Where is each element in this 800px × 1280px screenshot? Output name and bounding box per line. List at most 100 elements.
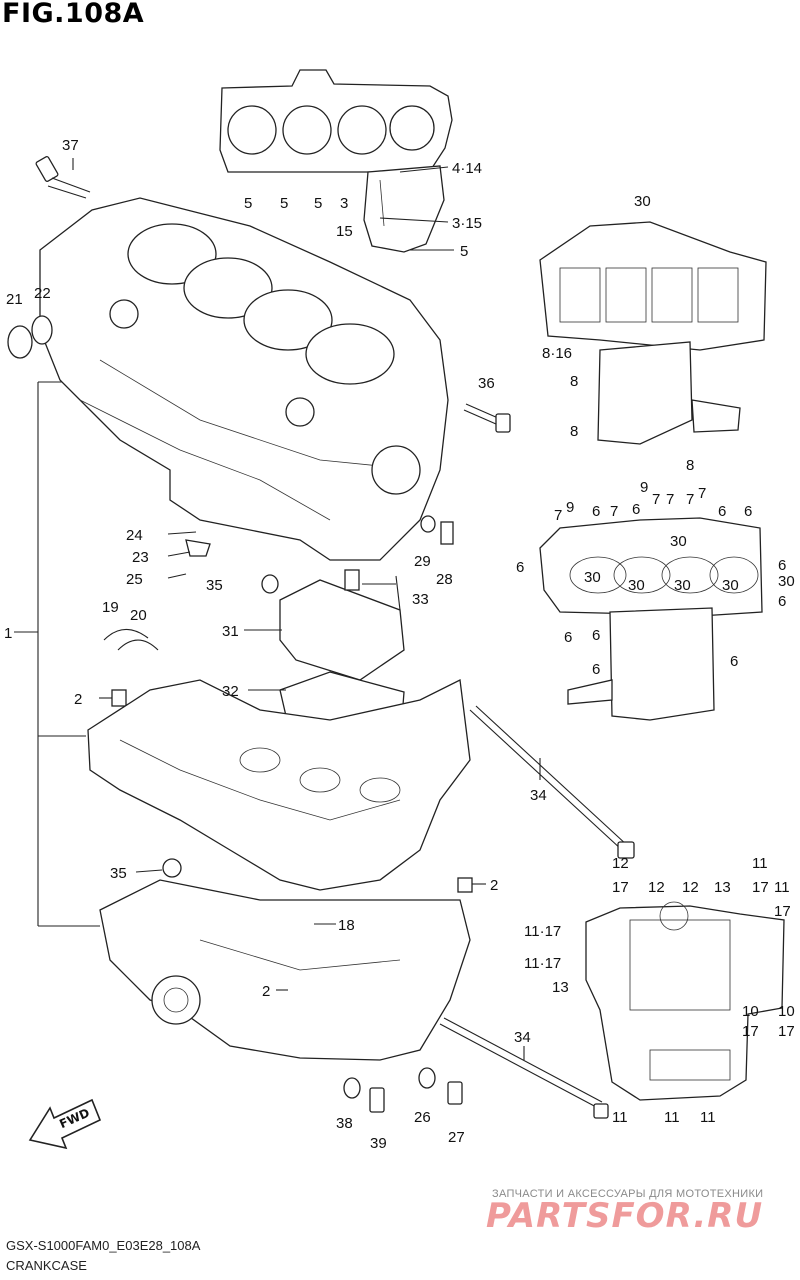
callout-22: 22 [34,285,51,302]
callout-5c: 5 [314,195,322,212]
callout-15: 15 [336,223,353,240]
callout-20: 20 [130,607,147,624]
callout-34a: 34 [530,787,547,804]
fwd-arrow-icon: FWD [28,1098,102,1150]
callout-mid-9a: 9 [640,479,648,496]
callout-32: 32 [222,683,239,700]
callout-33: 33 [412,591,429,608]
callout-mid-7e: 7 [686,491,694,508]
callout-3-15: 3·15 [452,215,482,232]
callout-bot-17b: 17 [752,879,769,896]
callout-26: 26 [414,1109,431,1126]
callout-34b: 34 [514,1029,531,1046]
figure-title: FIG.108A [2,0,145,29]
long-bolt-34-upper-part [469,705,635,859]
callout-mid-7d: 7 [666,491,674,508]
callout-2c: 2 [262,983,270,1000]
callout-5b: 5 [280,195,288,212]
callout-inset-8-16: 8·16 [542,345,572,362]
callout-21: 21 [6,291,23,308]
callout-mid-30d: 30 [674,577,691,594]
callout-mid-30f: 30 [778,573,795,590]
callout-mid-30e: 30 [722,577,739,594]
callout-mid-7a: 7 [554,507,562,524]
plug-21-washer-22-part [7,315,53,359]
callout-mid-6j: 6 [592,661,600,678]
callout-mid-6d: 6 [744,503,752,520]
callout-18: 18 [338,917,355,934]
callout-inset-8a: 8 [570,373,578,390]
callout-mid-6g: 6 [778,593,786,610]
callout-28: 28 [436,571,453,588]
callout-bot-12a: 12 [612,855,629,872]
callout-bot-12b: 12 [648,879,665,896]
callout-23: 23 [132,549,149,566]
watermark-logo: PARTSFOR.RU [486,1196,764,1236]
callout-mid-6e: 6 [516,559,524,576]
callout-mid-7c: 7 [652,491,660,508]
callout-inset-8c: 8 [686,457,694,474]
callout-bot-11d: 11 [664,1109,680,1126]
callout-25: 25 [126,571,143,588]
callout-mid-6f: 6 [778,557,786,574]
inset-top-view-part [539,221,767,445]
drain-plugs-part [343,1067,463,1113]
callout-labels: 37 1 21 22 5 5 5 3 15 4·14 3·15 5 36 24 … [4,137,795,1152]
inset-bolt-pattern-view-part [539,517,763,721]
callout-37: 37 [62,137,79,154]
callout-bot-11a: 11 [752,855,768,872]
callout-5a: 5 [244,195,252,212]
callout-inset-8b: 8 [570,423,578,440]
callout-bot-11e: 11 [700,1109,716,1126]
callout-mid-30b: 30 [584,569,601,586]
inset-lower-bolt-view-part [585,901,785,1101]
callout-27: 27 [448,1129,465,1146]
callout-19: 19 [102,599,119,616]
callout-mid-6k: 6 [730,653,738,670]
callout-mid-9b: 9 [566,499,574,516]
bolt-36-part [463,403,511,433]
model-code: GSX-S1000FAM0_E03E28_108A [6,1238,201,1253]
callout-bot-11c: 11 [612,1109,628,1126]
cylinder-gasket-part [219,69,453,253]
callout-1-bracket [14,381,100,927]
callout-36: 36 [478,375,495,392]
callout-mid-7b: 7 [610,503,618,520]
oil-pan-section-part [99,879,471,1061]
callout-35a: 35 [206,577,223,594]
callout-mid-6a: 6 [592,503,600,520]
callout-2a: 2 [74,691,82,708]
long-bolt-34-lower-part [439,1017,609,1119]
leader-lines [72,158,541,1060]
callout-mid-30a: 30 [670,533,687,550]
callout-bot-12c: 12 [682,879,699,896]
bolt-37-part [35,156,91,199]
callout-bot-11b: 11 [774,879,790,896]
callout-35b: 35 [110,865,127,882]
callout-bot-17a: 17 [612,879,629,896]
callout-24: 24 [126,527,143,544]
callout-bot-10a: 10 [742,1003,759,1020]
callout-bot-11-17b: 11·17 [524,955,561,972]
section-name: CRANKCASE [6,1258,87,1273]
callout-3: 3 [340,195,348,212]
watermark-tagline: ЗАПЧАСТИ И АКСЕССУАРЫ ДЛЯ МОТОТЕХНИКИ [492,1188,764,1200]
callout-inset-30: 30 [634,193,651,210]
callout-bot-11-17a: 11·17 [524,923,561,940]
callout-bot-13a: 13 [714,879,731,896]
callout-mid-6h: 6 [564,629,572,646]
callout-mid-6i: 6 [592,627,600,644]
callout-bot-17d: 17 [742,1023,759,1040]
callout-38: 38 [336,1115,353,1132]
callout-bot-13b: 13 [552,979,569,996]
callout-mid-7f: 7 [698,485,706,502]
upper-crankcase-part [39,197,449,561]
callout-bot-17c: 17 [774,903,791,920]
callout-mid-6b: 6 [632,501,640,518]
callout-2b: 2 [490,877,498,894]
callout-29: 29 [414,553,431,570]
lower-crankcase-part [87,679,471,891]
callout-bot-17e: 17 [778,1023,795,1040]
callout-31: 31 [222,623,239,640]
